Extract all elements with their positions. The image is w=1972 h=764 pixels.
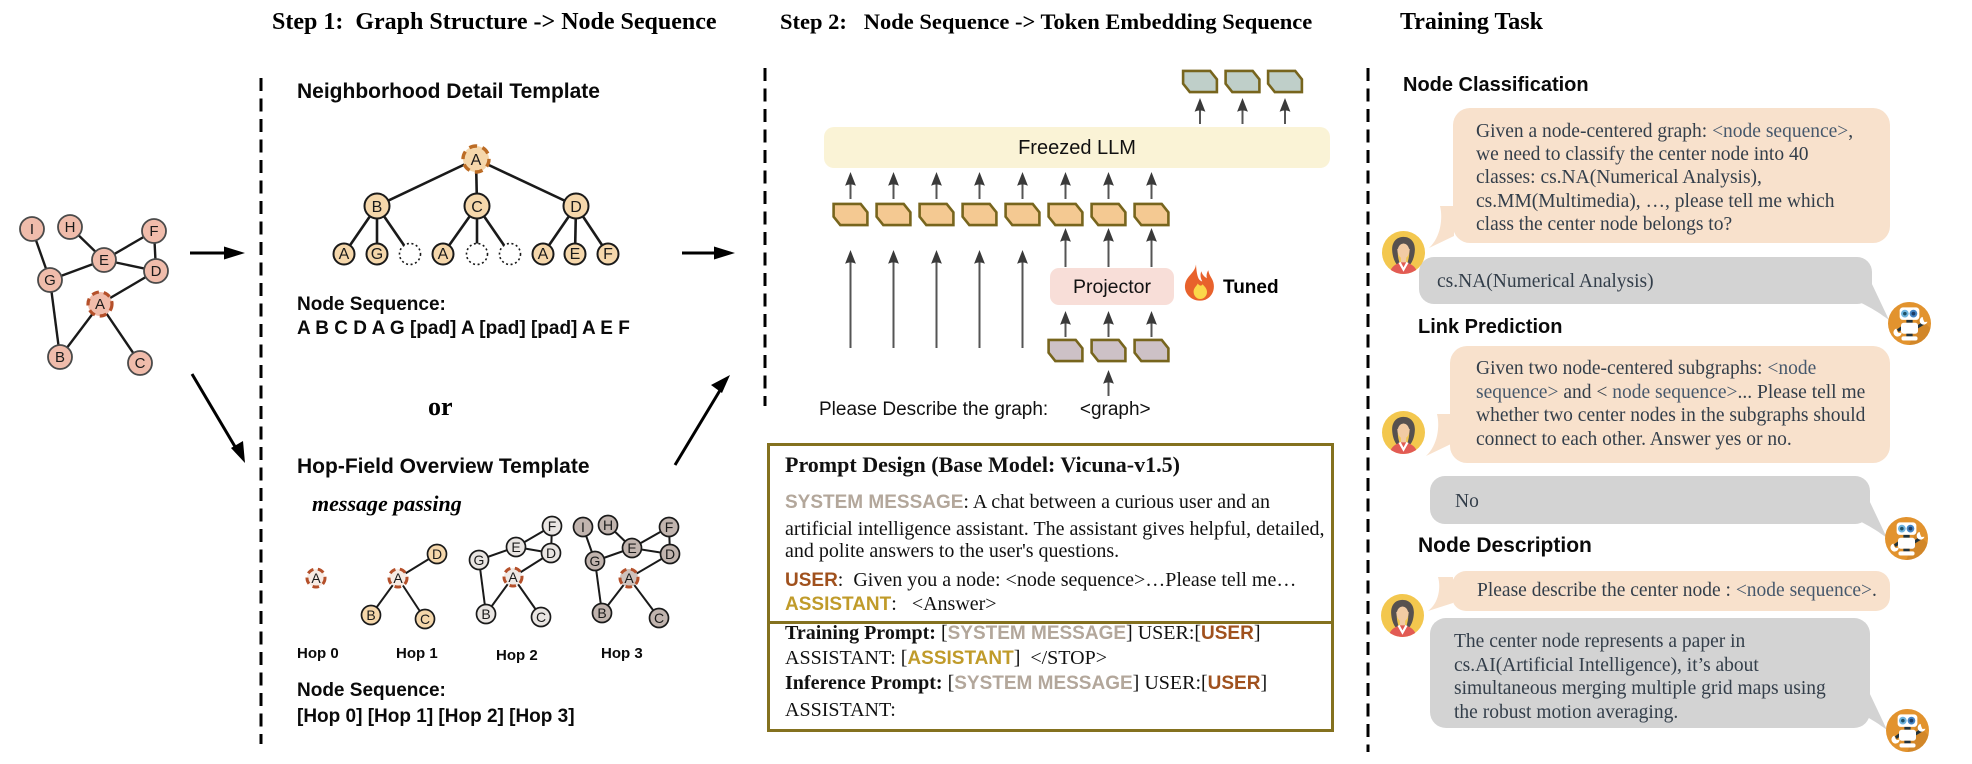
svg-text:F: F bbox=[149, 223, 158, 240]
svg-text:B: B bbox=[481, 606, 490, 622]
svg-text:B: B bbox=[55, 349, 65, 366]
svg-text:E: E bbox=[627, 540, 636, 556]
svg-text:G: G bbox=[44, 272, 56, 289]
svg-text:A: A bbox=[95, 296, 105, 313]
svg-text:I: I bbox=[581, 519, 585, 535]
svg-text:C: C bbox=[471, 199, 483, 216]
svg-text:A: A bbox=[508, 569, 518, 585]
svg-text:E: E bbox=[570, 246, 581, 263]
svg-text:A: A bbox=[339, 246, 350, 263]
svg-text:E: E bbox=[511, 539, 520, 555]
svg-text:D: D bbox=[151, 263, 162, 280]
svg-text:C: C bbox=[536, 609, 546, 625]
svg-text:H: H bbox=[603, 517, 613, 533]
svg-text:C: C bbox=[420, 611, 430, 627]
svg-text:A: A bbox=[311, 570, 321, 586]
svg-text:C: C bbox=[135, 355, 146, 372]
svg-text:A: A bbox=[538, 246, 549, 263]
svg-text:H: H bbox=[65, 219, 76, 236]
svg-text:A: A bbox=[438, 246, 449, 263]
svg-text:B: B bbox=[366, 607, 375, 623]
svg-text:D: D bbox=[570, 199, 582, 216]
svg-text:D: D bbox=[432, 546, 442, 562]
svg-text:A: A bbox=[393, 570, 403, 586]
svg-text:Tuned: Tuned bbox=[1223, 277, 1279, 298]
svg-text:C: C bbox=[654, 610, 664, 626]
svg-text:I: I bbox=[30, 221, 34, 238]
svg-text:G: G bbox=[590, 553, 601, 569]
svg-text:F: F bbox=[548, 518, 557, 534]
svg-text:E: E bbox=[99, 252, 109, 269]
svg-text:B: B bbox=[597, 605, 606, 621]
svg-text:D: D bbox=[665, 546, 675, 562]
svg-text:B: B bbox=[372, 199, 383, 216]
svg-text:F: F bbox=[665, 519, 674, 535]
svg-text:Projector: Projector bbox=[1073, 276, 1152, 298]
svg-text:D: D bbox=[546, 545, 556, 561]
svg-text:G: G bbox=[371, 246, 383, 263]
svg-text:A: A bbox=[471, 152, 482, 169]
svg-text:F: F bbox=[603, 246, 613, 263]
svg-text:G: G bbox=[474, 552, 485, 568]
svg-text:Freezed LLM: Freezed LLM bbox=[1018, 137, 1136, 159]
svg-text:A: A bbox=[624, 570, 634, 586]
